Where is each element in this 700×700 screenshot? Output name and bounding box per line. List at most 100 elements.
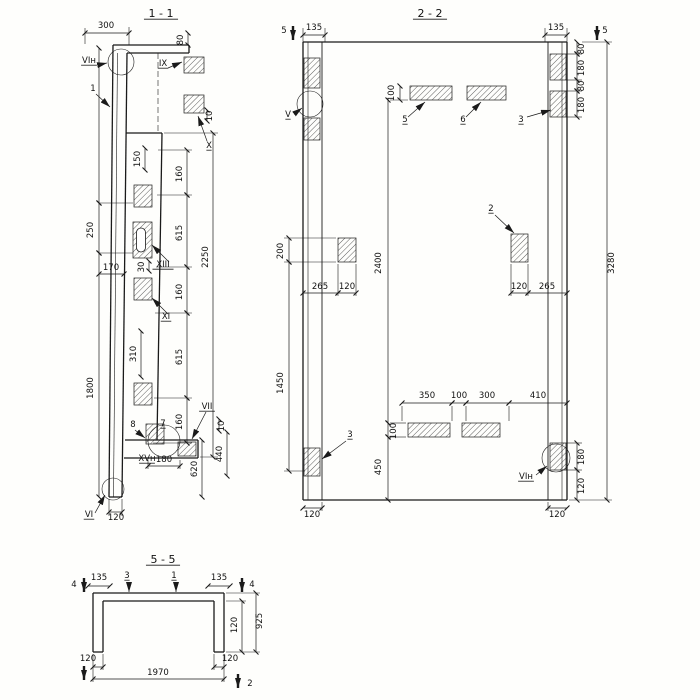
embed-plate [133, 382, 153, 406]
dim-label: 170 [103, 263, 119, 273]
dim-label: 160 [175, 166, 185, 182]
dim-label: 120 [222, 654, 238, 664]
dim-label: 615 [175, 349, 185, 365]
embed-plate [337, 237, 357, 263]
line-element [292, 107, 303, 117]
section-2-2 [284, 26, 612, 511]
dim-label: 120 [577, 478, 587, 494]
dim-label: 120 [304, 510, 320, 520]
detail-ref-xi: XI [162, 312, 170, 322]
item-ref-1: 1 [90, 84, 95, 94]
cut-mark-4-right: 4 [249, 580, 254, 590]
line-element [95, 93, 111, 108]
section-title-2-2: 2 - 2 [418, 7, 443, 20]
embed-plate [145, 423, 165, 445]
dim-label: 135 [306, 23, 322, 33]
detail-circle-7 [147, 424, 181, 458]
line-element [151, 244, 170, 263]
dim-label: 310 [129, 346, 139, 362]
dim-label: 120 [339, 282, 355, 292]
line-element [191, 411, 207, 440]
dim-label: 100 [451, 391, 467, 401]
dim-label: 300 [479, 391, 495, 401]
dim-label: 180 [577, 97, 587, 113]
dim-label: 100 [389, 423, 399, 439]
item-ref-3-top: 3 [518, 115, 523, 125]
dim-label: 1800 [86, 377, 96, 399]
embed-plate [409, 85, 453, 101]
embed-plate [303, 57, 321, 89]
dim-label: 620 [190, 461, 200, 477]
dim-label: 120 [549, 510, 565, 520]
dim-label: 925 [255, 613, 265, 629]
item-ref-8: 8 [130, 420, 135, 430]
dim-label: 2250 [201, 246, 211, 268]
dim-label: 1970 [147, 668, 169, 678]
dim-label: 200 [276, 243, 286, 259]
detail-ref-ix: IX [159, 59, 168, 69]
line-element [407, 101, 426, 118]
detail-circle-vi [101, 477, 125, 501]
detail-ref-vi-n: VIн [82, 56, 96, 66]
dim-label: 1450 [276, 372, 286, 394]
detail-ref-vii: VII [202, 402, 213, 412]
dim-label: 80 [176, 35, 186, 46]
item-ref-7: 7 [160, 419, 165, 429]
detail-circle-vi-n [107, 48, 135, 76]
cut-mark-5-left: 5 [281, 26, 286, 36]
dim-label: 10 [205, 111, 215, 122]
dim-label: 120 [230, 617, 240, 633]
embed-plate [466, 85, 507, 101]
line-element [526, 109, 552, 118]
section-title-5-5: 5 - 5 [151, 553, 176, 566]
dim-label: 150 [133, 151, 143, 167]
line-element [113, 52, 118, 498]
embed-plate [133, 184, 153, 208]
line-element [494, 214, 515, 234]
dim-label: 180 [577, 60, 587, 76]
embed-plate [303, 117, 321, 141]
dim-label: 100 [387, 85, 397, 101]
detail-ref-vi: VI [85, 510, 93, 520]
dim-label: 265 [539, 282, 555, 292]
item-ref-5: 5 [402, 115, 407, 125]
line-element [167, 61, 183, 69]
line-element [535, 465, 548, 476]
cut-mark-5-right: 5 [602, 26, 607, 36]
cut-mark-2: 2 [247, 679, 252, 689]
dim-label: 160 [175, 284, 185, 300]
line-element [465, 101, 482, 118]
dim-label: 265 [312, 282, 328, 292]
detail-ref-v: V [285, 110, 291, 120]
dim-label: 80 [577, 44, 587, 55]
section-1-1 [82, 27, 230, 516]
embed-plate [183, 94, 205, 114]
detail-circle-v [296, 90, 324, 118]
dim-label: 250 [86, 222, 96, 238]
dim-label: 300 [98, 21, 114, 31]
line-element [134, 429, 146, 439]
dim-label: 120 [108, 513, 124, 523]
detail-ref-x: X [206, 141, 212, 151]
dim-label: 410 [530, 391, 546, 401]
section-5-5 [81, 578, 260, 688]
dim-label: 135 [548, 23, 564, 33]
dim-label: 80 [577, 81, 587, 92]
dim-label: 135 [211, 573, 227, 583]
dim-label: 180 [156, 455, 172, 465]
dim-label: 30 [137, 262, 147, 273]
dim-label: 350 [419, 391, 435, 401]
embed-plate [407, 422, 451, 438]
section-title-1-1: 1 - 1 [149, 7, 174, 20]
detail-ref-xv-n: XVн [138, 454, 155, 464]
embed-plate [549, 53, 567, 81]
embed-plate [183, 56, 205, 74]
line-element [156, 132, 163, 441]
dim-label: 3280 [607, 252, 617, 274]
detail-circle-vi-n-2 [541, 443, 571, 473]
dim-label: 135 [91, 573, 107, 583]
line-element [197, 115, 208, 142]
dim-label: 120 [511, 282, 527, 292]
embed-plate [303, 447, 321, 477]
